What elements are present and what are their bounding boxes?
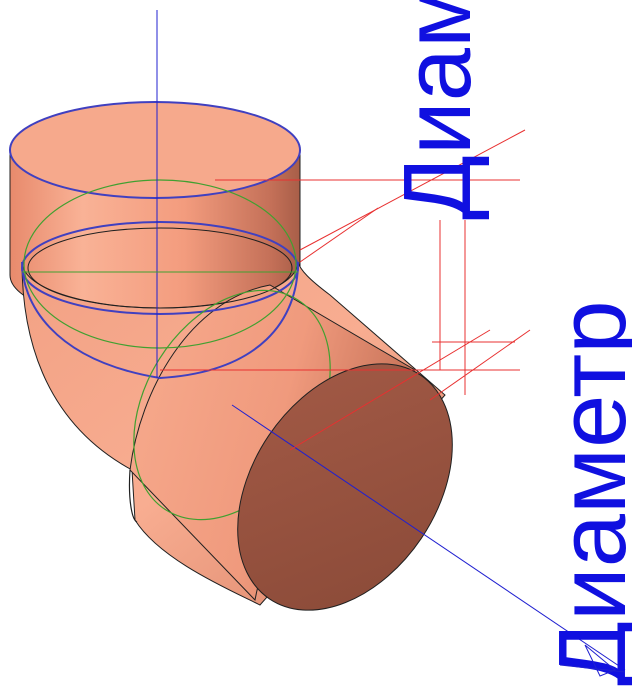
- outlet-end-cap[interactable]: [193, 324, 497, 651]
- coupling-ring-inner: [27, 227, 293, 309]
- upper-section-ellipse: [23, 179, 297, 349]
- dimension-label-upper[interactable]: Диам: [384, 0, 491, 220]
- dimension-arrow: [559, 644, 626, 677]
- dimension-lines: [160, 129, 531, 451]
- upper-cylinder-top-face[interactable]: [9, 101, 301, 199]
- outlet-axis-line: [231, 404, 626, 671]
- lower-cylinder-edge-left: [128, 469, 138, 523]
- coupling-ring-lower-band: [21, 261, 299, 380]
- dimension-label-lower[interactable]: Диаметр: [539, 300, 632, 686]
